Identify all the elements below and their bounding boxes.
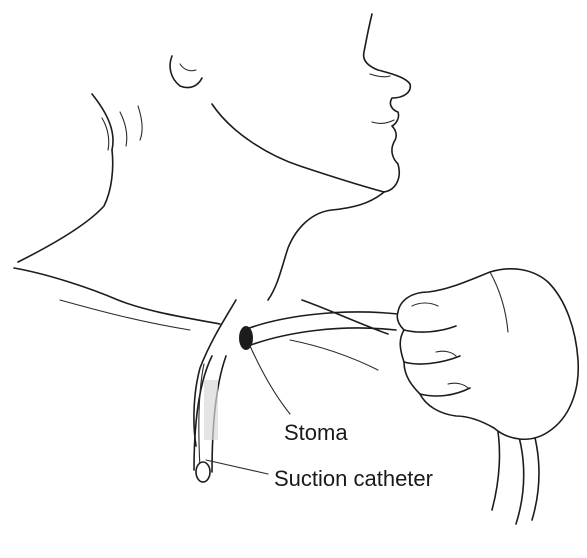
head-outline: [92, 14, 410, 192]
stoma-label: Stoma: [284, 420, 348, 445]
suction-catheter-label: Suction catheter: [274, 466, 433, 491]
suction-catheter-leader-line: [206, 460, 268, 474]
stoma-opening: [239, 326, 253, 350]
catheter-tip: [196, 462, 210, 482]
hand: [397, 269, 578, 439]
stoma-leader-line: [250, 346, 290, 414]
